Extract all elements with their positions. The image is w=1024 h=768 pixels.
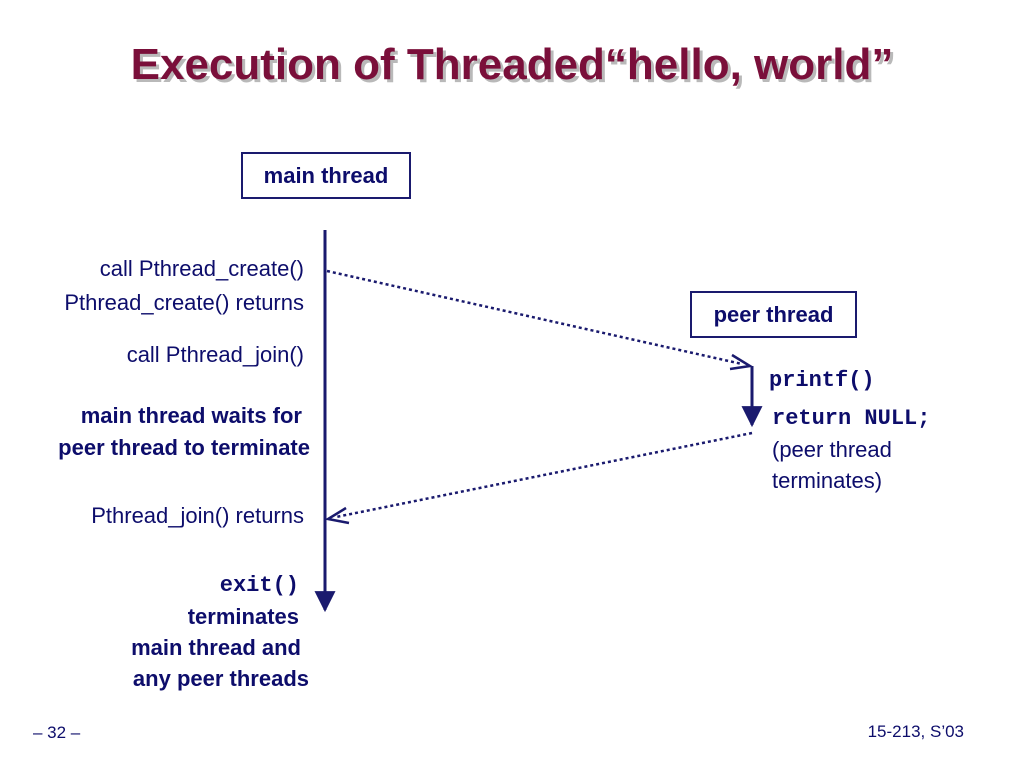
- main-thread-label: main thread: [263, 162, 389, 188]
- create-returns-label: Pthread_create() returns: [64, 290, 304, 315]
- exit-line-2: main thread and: [131, 635, 301, 660]
- call-create-label: call Pthread_create(): [99, 256, 304, 281]
- create-arrowhead: [729, 353, 754, 371]
- slide-title: Execution of Threaded“hello, world”: [130, 40, 894, 89]
- main-thread-box: main thread: [241, 152, 411, 199]
- waits-line-2: peer thread to terminate: [58, 435, 310, 460]
- exit-line-3: any peer threads: [132, 666, 309, 691]
- return-null-label: return NULL;: [772, 406, 931, 431]
- join-returns-label: Pthread_join() returns: [91, 503, 304, 528]
- course-label: 15-213, S’03: [867, 722, 964, 741]
- call-join-label: call Pthread_join(): [126, 342, 304, 367]
- waits-line-1: main thread waits for: [80, 403, 302, 428]
- join-return-arrow: [335, 431, 753, 519]
- join-return-arrowhead: [324, 506, 350, 525]
- peer-terminates-line-2: terminates): [772, 468, 883, 493]
- exit-label: exit() terminates main thread and any pe…: [131, 570, 309, 694]
- page-number: – 32 –: [33, 723, 81, 742]
- peer-terminates-line-1: (peer thread: [772, 437, 892, 462]
- peer-thread-label: peer thread: [713, 301, 834, 327]
- printf-label: printf(): [769, 368, 875, 393]
- peer-thread-box: peer thread: [690, 291, 857, 338]
- create-arrow: [326, 269, 743, 366]
- waits-label: main thread waits for peer thread to ter…: [58, 400, 310, 464]
- peer-terminates-label: (peer thread terminates): [772, 434, 892, 496]
- exit-call: exit(): [219, 573, 299, 598]
- exit-line-1: terminates: [187, 604, 299, 629]
